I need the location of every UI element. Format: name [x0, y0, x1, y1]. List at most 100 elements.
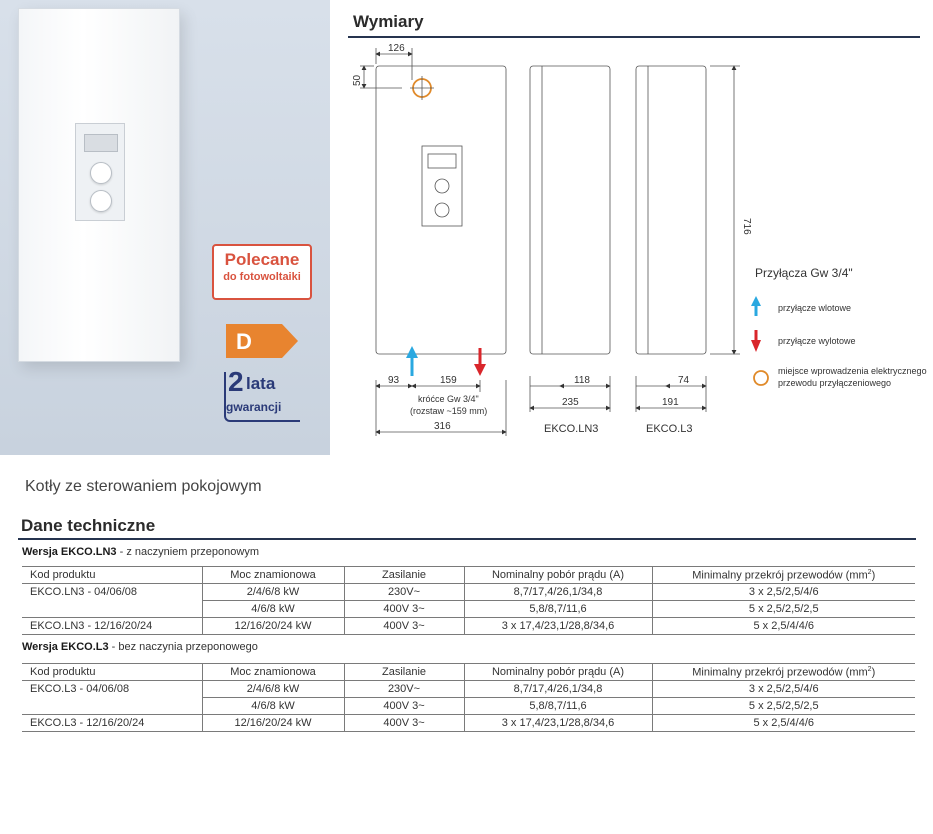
- cell-current: 8,7/17,4/26,1/34,8: [463, 680, 652, 698]
- boiler-knob: [90, 162, 112, 184]
- header-text: Minimalny przekrój przewodów (mm: [692, 666, 868, 679]
- header-cell: Minimalny przekrój przewodów (mm2): [651, 566, 915, 584]
- cell-current: 8,7/17,4/26,1/34,8: [463, 583, 652, 601]
- header-cell: Zasilanie: [343, 663, 464, 681]
- front-view-display: [427, 153, 457, 169]
- table-row: EKCO.LN3 - 12/16/20/24 12/16/20/24 kW 40…: [22, 617, 915, 635]
- dim-top-width: 126: [388, 43, 405, 54]
- spec-table-ln3: Kod produktu Moc znamionowa Zasilanie No…: [22, 566, 915, 635]
- cell-current: 5,8/8,7/11,6: [463, 600, 652, 618]
- boiler-control-panel: [75, 123, 125, 221]
- cell-section: 5 x 2,5/2,5/2,5: [651, 697, 915, 715]
- front-view-knob: [434, 178, 450, 194]
- cell-supply: 400V 3~: [343, 600, 464, 618]
- dim-ln3-inner: 118: [574, 375, 590, 386]
- warranty-frame: [224, 372, 300, 422]
- badge-line-2: do fotowoltaiki: [223, 271, 301, 283]
- header-text-end: ): [871, 666, 876, 679]
- version-desc: - bez naczynia przeponowego: [108, 641, 258, 653]
- cell-power: 12/16/20/24 kW: [201, 617, 344, 635]
- dimension-drawing: 126 50 716 93 159 króćce Gw 3/4" (rozsta…: [352, 43, 769, 436]
- header-cell: Nominalny pobór prądu (A): [463, 566, 652, 584]
- version-name: Wersja EKCO.LN3: [22, 546, 117, 558]
- version-name: Wersja EKCO.L3: [22, 641, 109, 653]
- header-text: Minimalny przekrój przewodów (mm: [692, 569, 868, 582]
- dim-height: 716: [741, 218, 752, 235]
- header-text-end: ): [871, 569, 876, 582]
- pv-recommended-badge: Polecane do fotowoltaiki: [212, 244, 312, 300]
- cell-code: EKCO.L3 - 04/06/08: [30, 683, 130, 696]
- cell-section: 5 x 2,5/2,5/2,5: [651, 600, 915, 618]
- warranty-number: 2: [228, 366, 244, 397]
- warranty-sub: gwarancji: [226, 400, 282, 414]
- cell-supply: 400V 3~: [343, 697, 464, 715]
- cell-code: [22, 697, 202, 715]
- cell-current: 5,8/8,7/11,6: [463, 697, 652, 715]
- cell-power: 2/4/6/8 kW: [201, 583, 344, 601]
- cell-code: EKCO.L3 - 12/16/20/24: [22, 714, 202, 732]
- table-row: EKCO.L3 - 12/16/20/24 12/16/20/24 kW 400…: [22, 714, 915, 732]
- cell-section: 3 x 2,5/2,5/4/6: [651, 680, 915, 698]
- header-cell: Zasilanie: [343, 566, 464, 584]
- boiler-image: [18, 8, 180, 362]
- cell-power: 12/16/20/24 kW: [201, 714, 344, 732]
- spec-table-l3: Kod produktu Moc znamionowa Zasilanie No…: [22, 663, 915, 732]
- header-cell: Minimalny przekrój przewodów (mm2): [651, 663, 915, 681]
- cell-supply: 400V 3~: [343, 714, 464, 732]
- dim-pipe-note-1: króćce Gw 3/4": [418, 394, 479, 404]
- side-view-ln3: [529, 65, 611, 355]
- header-cell: Moc znamionowa: [201, 566, 344, 584]
- cell-code: EKCO.LN3 - 12/16/20/24: [22, 617, 202, 635]
- cell-code: EKCO.LN3 - 04/06/08: [30, 586, 138, 599]
- dim-l3-depth: 191: [662, 397, 679, 408]
- dimensions-rule: [348, 36, 920, 38]
- cell-power: 4/6/8 kW: [201, 697, 344, 715]
- boiler-display: [84, 134, 118, 152]
- table-header-row: Kod produktu Moc znamionowa Zasilanie No…: [22, 566, 915, 584]
- dim-top-height: 50: [352, 74, 363, 86]
- legend-inlet-icon: [751, 296, 761, 316]
- header-sup: 2: [867, 665, 872, 673]
- dim-offset-left: 93: [388, 375, 400, 386]
- cell-section: 5 x 2,5/4/4/6: [651, 617, 915, 635]
- cell-power: 2/4/6/8 kW: [201, 680, 344, 698]
- front-view-knob: [434, 202, 450, 218]
- l3-model-label: EKCO.L3: [646, 423, 692, 435]
- legend-cable-label-1: miejsce wprowadzenia elektrycznego: [778, 366, 927, 376]
- cell-supply: 230V~: [343, 680, 464, 698]
- version-heading: Wersja EKCO.L3 - bez naczynia przeponowe…: [22, 641, 258, 653]
- legend-outlet-icon: [751, 330, 761, 352]
- header-cell: Nominalny pobór prądu (A): [463, 663, 652, 681]
- side-view-l3: [635, 65, 707, 355]
- header-sup: 2: [867, 568, 872, 576]
- cell-supply: 400V 3~: [343, 617, 464, 635]
- table-row: 4/6/8 kW 400V 3~ 5,8/8,7/11,6 5 x 2,5/2,…: [22, 697, 915, 715]
- tech-rule: [18, 538, 916, 540]
- energy-class-badge: D: [226, 324, 298, 358]
- cell-supply: 230V~: [343, 583, 464, 601]
- dim-pipe-note-2: (rozstaw ~159 mm): [410, 406, 487, 416]
- dim-ln3-depth: 235: [562, 397, 579, 408]
- cell-section: 5 x 2,5/4/4/6: [651, 714, 915, 732]
- badge-line-1: Polecane: [224, 250, 300, 269]
- table-row: EKCO.LN3 - 04/06/08 2/4/6/8 kW 230V~ 8,7…: [22, 583, 915, 601]
- front-view-outline: [375, 65, 507, 355]
- dim-pipe-spacing: 159: [440, 375, 457, 386]
- product-photo: Polecane do fotowoltaiki D 2 lata gwaran…: [0, 0, 330, 455]
- cell-power: 4/6/8 kW: [201, 600, 344, 618]
- front-view-panel: [421, 145, 463, 227]
- dim-total-width: 316: [434, 421, 451, 432]
- table-row: EKCO.L3 - 04/06/08 2/4/6/8 kW 230V~ 8,7/…: [22, 680, 915, 698]
- legend-title: Przyłącza Gw 3/4": [755, 266, 853, 280]
- legend-cable-icon: [753, 370, 769, 386]
- warranty-word: lata: [246, 374, 276, 393]
- inlet-arrow: [406, 346, 418, 376]
- ln3-model-label: EKCO.LN3: [544, 423, 598, 435]
- section-subtitle: Kotły ze sterowaniem pokojowym: [25, 478, 262, 495]
- legend-cable-label-2: przewodu przyłączeniowego: [778, 378, 892, 388]
- cell-code: [22, 600, 202, 618]
- table-row: 4/6/8 kW 400V 3~ 5,8/8,7/11,6 5 x 2,5/2,…: [22, 600, 915, 618]
- legend-inlet-label: przyłącze wlotowe: [778, 303, 852, 313]
- boiler-knob: [90, 190, 112, 212]
- cell-section: 3 x 2,5/2,5/4/6: [651, 583, 915, 601]
